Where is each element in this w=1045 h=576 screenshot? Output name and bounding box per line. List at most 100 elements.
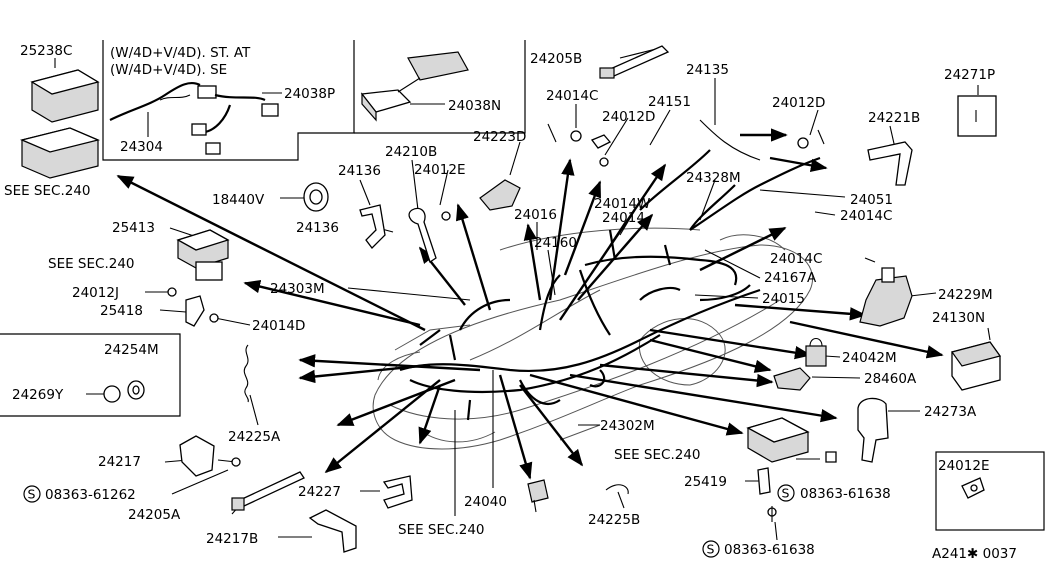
label-see-sec-240-c: SEE SEC.240 xyxy=(614,447,701,463)
label-screw-08363-61638-b: 08363-61638 xyxy=(800,486,891,502)
label-24210B: 24210B xyxy=(385,144,437,160)
label-24303M: 24303M xyxy=(270,281,325,297)
label-24254M: 24254M xyxy=(104,342,159,358)
part-24136-bracket xyxy=(359,204,386,249)
part-24223D-bracket xyxy=(479,179,521,211)
part-24205A-strap xyxy=(231,471,305,511)
part-24302M-fuse-block xyxy=(746,417,837,463)
label-25413: 25413 xyxy=(112,220,155,236)
label-24151: 24151 xyxy=(648,94,691,110)
screw-callout-a: S 08363-61262 xyxy=(23,485,136,503)
part-24221B-bracket xyxy=(867,141,913,186)
label-24012D-top: 24012D xyxy=(772,95,825,111)
label-24042M: 24042M xyxy=(842,350,897,366)
part-24051-harness xyxy=(689,119,821,231)
part-24130N-box xyxy=(951,341,1001,391)
label-24205A: 24205A xyxy=(128,507,181,523)
part-25418-bracket xyxy=(185,295,219,327)
part-clips-top xyxy=(547,123,825,167)
label-24229M: 24229M xyxy=(938,287,993,303)
label-24012D-mid: 24012D xyxy=(602,109,655,125)
part-24217-bracket xyxy=(179,435,241,477)
part-24225A-wire xyxy=(243,344,249,403)
part-24304-inset-harness xyxy=(109,81,279,155)
label-24014C-right2: 24014C xyxy=(770,251,822,267)
label-screw-08363-61262: 08363-61262 xyxy=(45,487,136,503)
part-24229M-module xyxy=(859,267,913,327)
label-24217B: 24217B xyxy=(206,531,258,547)
car-body-outline xyxy=(372,227,813,450)
part-25238C-fuse-box xyxy=(19,69,101,179)
label-see-sec-240-a: SEE SEC.240 xyxy=(48,256,135,272)
label-24014C-right: 24014C xyxy=(840,208,892,224)
inset-note-line1: (W/4D+V/4D). ST. AT xyxy=(110,45,251,61)
label-18440V: 18440V xyxy=(212,192,265,208)
part-24012J-bolt xyxy=(167,287,177,297)
part-24042M-connector xyxy=(805,337,827,367)
label-24135: 24135 xyxy=(686,62,729,78)
part-24225B-wire xyxy=(605,484,629,495)
label-24302M: 24302M xyxy=(600,418,655,434)
label-24223D: 24223D xyxy=(473,129,526,145)
part-18440V-grommet xyxy=(303,182,329,212)
screw-callout-c: S 08363-61638 xyxy=(702,540,815,558)
label-24015: 24015 xyxy=(762,291,805,307)
part-24271P-tag xyxy=(957,95,997,137)
label-24012E: 24012E xyxy=(414,162,465,178)
label-24038N: 24038N xyxy=(448,98,501,114)
label-24014W: 24014W xyxy=(594,196,650,212)
label-24012J: 24012J xyxy=(72,285,119,301)
label-24016: 24016 xyxy=(514,207,557,223)
part-24040-clip xyxy=(527,479,549,513)
part-24254M-grommets xyxy=(103,380,145,403)
label-screw-08363-61638-c: 08363-61638 xyxy=(724,542,815,558)
label-24136-top: 24136 xyxy=(338,163,381,179)
label-25238C: 25238C xyxy=(20,43,72,59)
part-24038N-connector xyxy=(360,51,469,122)
part-24012E-box-clip xyxy=(961,477,985,499)
label-24271P: 24271P xyxy=(944,67,995,83)
inset-frame-harness xyxy=(102,40,355,161)
drawing-id: A241✱ 0037 xyxy=(932,546,1017,562)
pointer-arrows xyxy=(116,128,944,480)
label-24304: 24304 xyxy=(120,139,163,155)
part-24205B-strap xyxy=(599,45,670,79)
label-24038P: 24038P xyxy=(284,86,335,102)
part-24210B-bracket xyxy=(408,207,451,264)
label-24269Y: 24269Y xyxy=(12,387,64,403)
part-28460A-bracket xyxy=(773,367,811,391)
label-see-sec-240-d: SEE SEC.240 xyxy=(398,522,485,538)
label-24040: 24040 xyxy=(464,494,507,510)
label-24217: 24217 xyxy=(98,454,141,470)
label-24328M: 24328M xyxy=(686,170,741,186)
inset-frame-grommet xyxy=(0,333,181,417)
label-24227: 24227 xyxy=(298,484,341,500)
leader-lines xyxy=(54,47,991,541)
label-24205B: 24205B xyxy=(530,51,582,67)
inset-note-line2: (W/4D+V/4D). SE xyxy=(110,62,227,78)
part-24227-bracket xyxy=(382,475,413,509)
label-24014D: 24014D xyxy=(252,318,305,334)
label-24221B: 24221B xyxy=(868,110,920,126)
label-24136-mid: 24136 xyxy=(296,220,339,236)
label-24130N: 24130N xyxy=(932,310,985,326)
label-see-sec-240-b: SEE SEC.240 xyxy=(4,183,91,199)
part-25419-clip xyxy=(757,467,777,522)
label-24273A: 24273A xyxy=(924,404,977,420)
label-25418: 25418 xyxy=(100,303,143,319)
label-24225B: 24225B xyxy=(588,512,640,528)
label-24160: 24160 xyxy=(534,235,577,251)
inset-frame-clip xyxy=(935,451,1045,531)
screw-symbol-b: S xyxy=(782,486,790,501)
label-24167A: 24167A xyxy=(764,270,817,286)
label-24051: 24051 xyxy=(850,192,893,208)
label-24012E-box: 24012E xyxy=(938,458,989,474)
screw-symbol-a: S xyxy=(28,487,36,502)
part-25413-relay xyxy=(176,229,230,281)
label-25419: 25419 xyxy=(684,474,727,490)
screw-callout-b: S 08363-61638 xyxy=(777,484,891,502)
label-24014C-top: 24014C xyxy=(546,88,598,104)
label-28460A: 28460A xyxy=(864,371,917,387)
